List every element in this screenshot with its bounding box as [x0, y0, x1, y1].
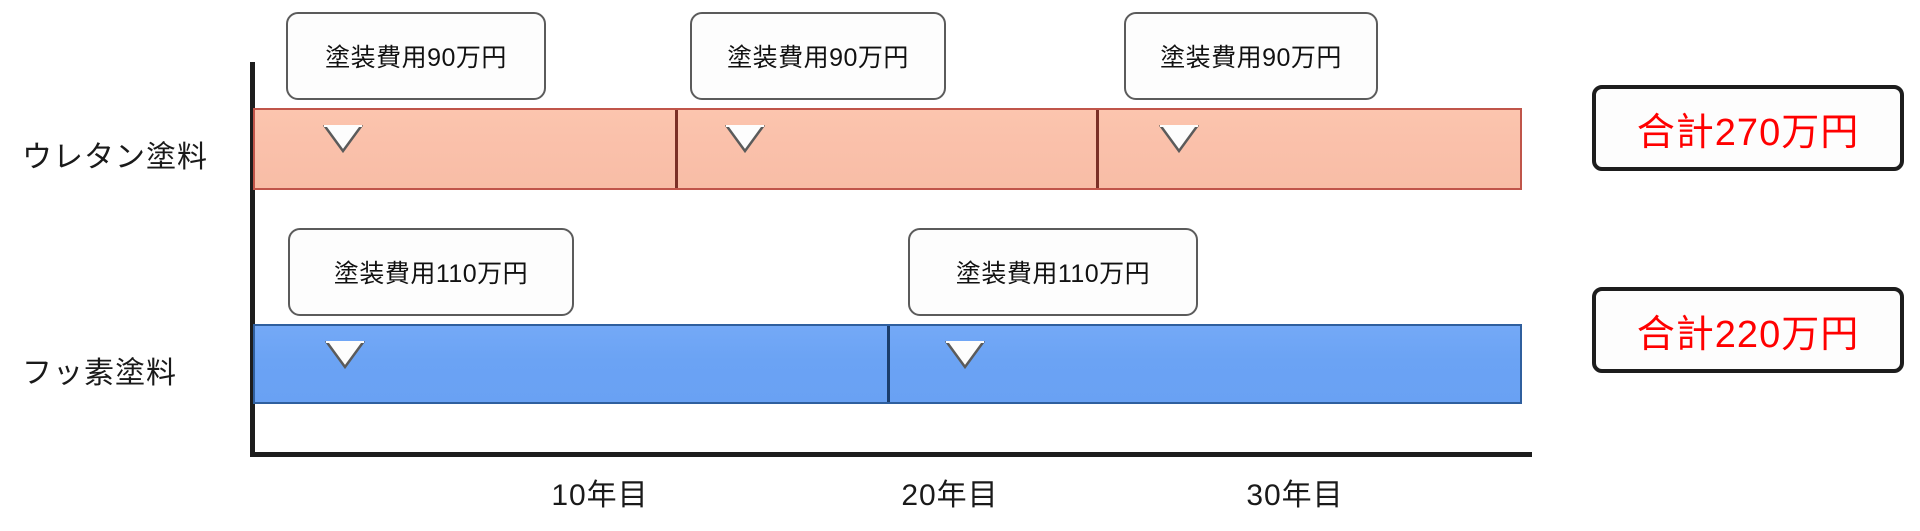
- bar-segment-divider: [675, 110, 678, 188]
- bar-urethane: [253, 108, 1522, 190]
- x-tick-label-20: 20年目: [901, 479, 999, 512]
- category-label-fluorine: フッ素塗料: [22, 357, 177, 390]
- x-tick-label-10: 10年目: [551, 479, 649, 512]
- callout-urethane-3: 塗装費用90万円: [1124, 12, 1378, 154]
- x-tick-label-30: 30年目: [1246, 479, 1344, 512]
- callout-text: 塗装費用110万円: [333, 260, 529, 288]
- callout-text: 塗装費用90万円: [325, 44, 507, 72]
- bar-segment-divider: [887, 326, 890, 402]
- bar-fluorine: [253, 324, 1522, 404]
- total-box-urethane: 合計270万円: [1592, 85, 1904, 171]
- callout-fluorine-2: 塗装費用110万円: [908, 228, 1198, 370]
- total-text-urethane: 合計270万円: [1636, 111, 1860, 154]
- callout-urethane-1: 塗装費用90万円: [286, 12, 546, 154]
- callout-text: 塗装費用110万円: [955, 260, 1151, 288]
- callout-text: 塗装費用90万円: [727, 44, 909, 72]
- total-box-fluorine: 合計220万円: [1592, 287, 1904, 373]
- callout-urethane-2: 塗装費用90万円: [690, 12, 946, 154]
- total-text-fluorine: 合計220万円: [1636, 313, 1860, 356]
- callout-text: 塗装費用90万円: [1160, 44, 1342, 72]
- bar-segment-divider: [1096, 110, 1099, 188]
- y-axis-line: [250, 62, 255, 457]
- callout-fluorine-1: 塗装費用110万円: [288, 228, 574, 370]
- category-label-urethane: ウレタン塗料: [22, 141, 208, 174]
- x-axis-line: [250, 452, 1532, 457]
